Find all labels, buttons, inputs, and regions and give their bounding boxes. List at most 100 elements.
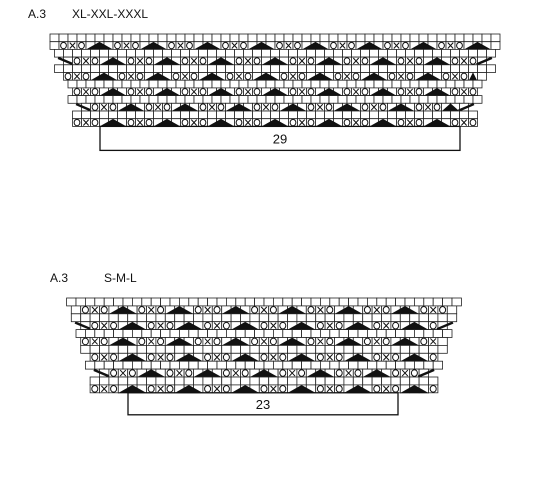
yarn-over-icon xyxy=(163,103,171,111)
stitch-cell xyxy=(235,360,246,370)
stitch-cell xyxy=(378,64,388,73)
cross-stitch-icon xyxy=(204,338,211,345)
cross-stitch-icon xyxy=(401,369,409,377)
cross-stitch-icon xyxy=(345,369,352,377)
stitch-cell xyxy=(373,95,384,104)
stitch-cell xyxy=(450,64,460,73)
stitch-cell xyxy=(423,110,433,120)
right-slant-icon xyxy=(436,321,454,331)
cross-stitch-icon xyxy=(213,322,221,329)
stitch-cell xyxy=(305,345,317,354)
stitch-cell xyxy=(432,110,442,120)
stitch-cell xyxy=(193,33,204,43)
stitch-cell xyxy=(162,110,172,120)
stitch-cell xyxy=(121,79,132,89)
stitch-cell xyxy=(418,33,429,43)
stitch-cell xyxy=(117,110,127,120)
stitch-cell xyxy=(319,360,331,370)
yarn-over-icon xyxy=(433,103,441,111)
yarn-over-icon xyxy=(379,103,387,111)
stitch-cell xyxy=(315,313,326,323)
stitch-cell xyxy=(175,33,186,43)
stitch-cell xyxy=(385,360,397,370)
stitch-cell xyxy=(390,376,401,386)
stitch-cell xyxy=(306,49,316,58)
stitch-cell xyxy=(103,79,114,89)
stitch-cell xyxy=(130,95,141,104)
stitch-cell xyxy=(428,345,439,354)
stitch-cell xyxy=(442,297,453,307)
stitch-cell xyxy=(80,313,91,323)
stitch-cell xyxy=(296,376,307,386)
stitch-cell xyxy=(247,79,258,89)
yarn-over-icon xyxy=(172,72,180,81)
stitch-cell xyxy=(324,49,334,58)
stitch-cell xyxy=(423,360,434,370)
yarn-over-icon xyxy=(316,321,324,330)
stitch-cell xyxy=(261,110,271,120)
stitch-cell xyxy=(371,313,382,323)
yarn-over-icon xyxy=(276,41,283,50)
stitch-cell xyxy=(396,49,406,58)
stitch-cell xyxy=(391,33,402,43)
stitch-cell xyxy=(254,329,265,338)
stitch-cell xyxy=(310,95,321,104)
stitch-cell xyxy=(70,313,82,323)
stitch-cell xyxy=(342,64,352,73)
stitch-cell xyxy=(418,376,429,386)
cross-stitch-icon xyxy=(298,88,306,96)
chart-row xyxy=(72,110,478,120)
yarn-over-icon xyxy=(456,41,463,50)
cross-stitch-icon xyxy=(339,42,346,49)
stitch-cell xyxy=(315,345,326,354)
stitch-cell xyxy=(277,345,288,354)
stitch-cell xyxy=(216,297,227,307)
stitch-cell xyxy=(333,64,343,73)
stitch-cell xyxy=(160,297,171,307)
stitch-cell xyxy=(390,345,401,354)
stitch-cell xyxy=(329,360,340,370)
yarn-over-icon xyxy=(222,321,230,330)
stitch-cell xyxy=(366,329,378,338)
cross-stitch-icon xyxy=(157,353,164,361)
stitch-cell xyxy=(94,79,105,89)
stitch-cell xyxy=(432,64,442,73)
yarn-over-icon xyxy=(100,337,108,346)
yarn-over-icon xyxy=(354,369,362,377)
stitch-cell xyxy=(387,64,397,73)
stitch-cell xyxy=(404,297,415,307)
stitch-cell xyxy=(409,95,420,104)
stitch-cell xyxy=(263,297,274,307)
stitch-cell xyxy=(333,110,343,120)
yarn-over-icon xyxy=(110,385,118,393)
stitch-cell xyxy=(238,95,249,104)
cross-stitch-icon xyxy=(100,103,108,111)
yarn-over-icon xyxy=(81,337,89,346)
stitch-cell xyxy=(283,95,294,104)
stitch-cell xyxy=(261,49,271,58)
cross-stitch-icon xyxy=(383,322,390,329)
stitch-cell xyxy=(454,79,465,89)
yarn-over-icon xyxy=(363,337,371,346)
cross-stitch-icon xyxy=(460,119,468,126)
cross-stitch-icon xyxy=(101,385,108,393)
stitch-cell xyxy=(202,345,213,354)
stitch-cell xyxy=(144,110,154,120)
yarn-over-icon xyxy=(326,337,334,346)
yarn-over-icon xyxy=(326,306,334,314)
stitch-cell xyxy=(486,49,496,58)
stitch-cell xyxy=(342,110,352,120)
stitch-cell xyxy=(99,64,109,73)
stitch-cell xyxy=(381,376,392,386)
stitch-cell xyxy=(343,376,354,386)
stitch-cell xyxy=(85,360,96,370)
stitch-cell xyxy=(67,95,78,104)
cross-stitch-icon xyxy=(326,385,333,393)
stitch-cell xyxy=(141,329,152,338)
yarn-over-icon xyxy=(190,72,198,81)
stitch-cell xyxy=(113,360,124,370)
stitch-cell xyxy=(362,345,373,354)
yarn-over-icon xyxy=(110,353,118,362)
yarn-over-icon xyxy=(343,88,351,96)
stitch-cell xyxy=(334,313,345,323)
